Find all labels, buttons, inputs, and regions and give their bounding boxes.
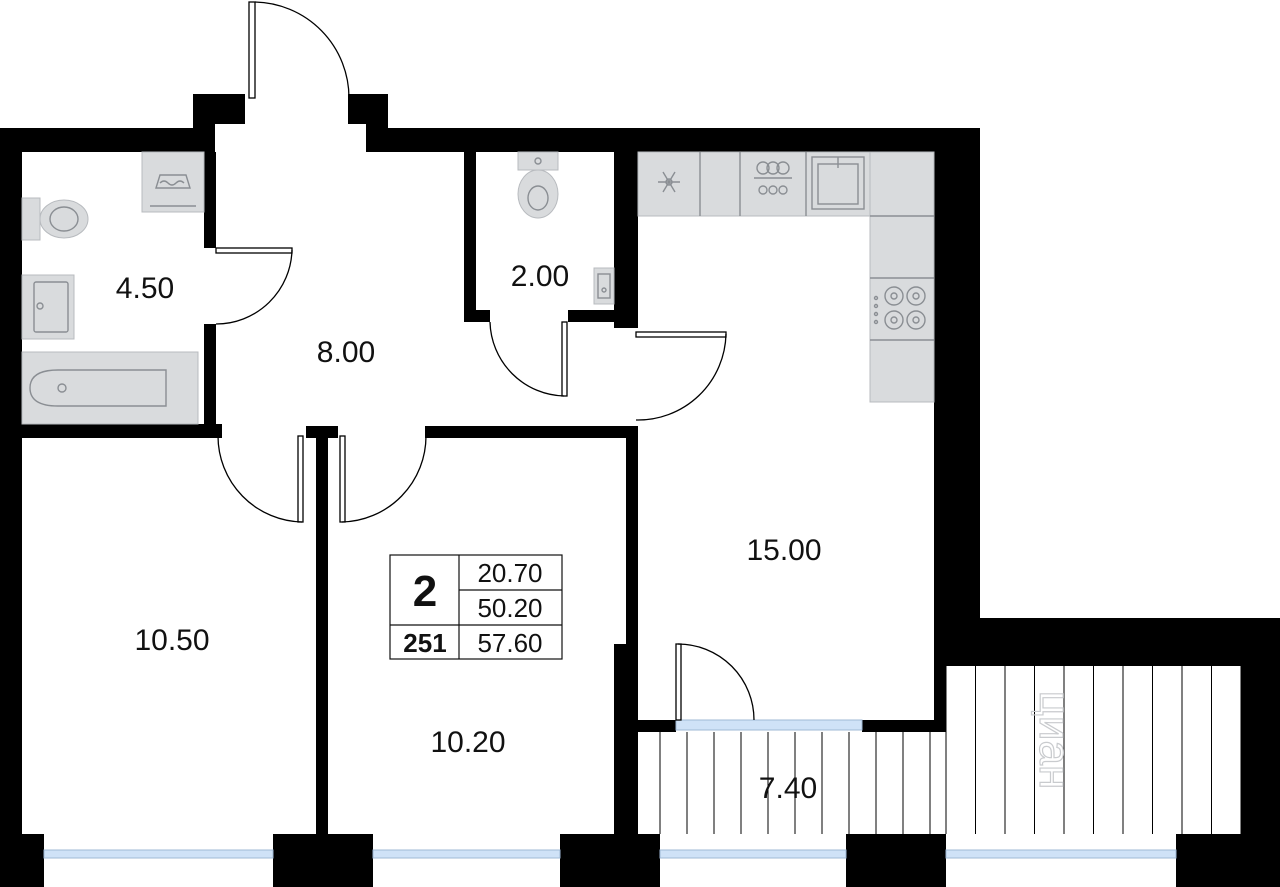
wall-top-left <box>0 128 215 152</box>
wall-kitchen-bottom-right <box>862 720 946 732</box>
wall-bottom-pillar-3 <box>846 834 946 887</box>
wall-left <box>0 128 22 840</box>
wall-toilet-right <box>614 152 638 328</box>
rooms-count: 2 <box>413 567 437 616</box>
doors <box>215 1 755 721</box>
apartment-info-box: 2 251 20.70 50.20 57.60 <box>389 554 563 660</box>
stove-burners-icon <box>873 286 926 330</box>
room-labels: 4.50 8.00 2.00 15.00 10.50 10.20 7.40 <box>116 260 822 805</box>
wall-bath-bottom <box>0 424 222 438</box>
balcony-railing <box>659 666 1242 834</box>
wall-bedroom-divider <box>316 428 328 840</box>
window-kitchen-balcony <box>675 719 863 731</box>
room-area-bedroom-mid: 10.20 <box>430 726 505 759</box>
bedroom-mid-door[interactable] <box>339 435 427 523</box>
washbasin-icon <box>593 267 615 305</box>
wall-bath-hall-bottom <box>204 324 216 428</box>
toilet-icon <box>21 197 89 241</box>
balcony-door[interactable] <box>675 643 755 721</box>
wall-top-left-step-2 <box>193 94 215 152</box>
bathtub-icon <box>21 351 199 425</box>
wall-right-kitchen <box>934 128 980 628</box>
wall-bottom-pillar-2 <box>560 834 660 887</box>
wall-bedroom-mid-top <box>425 426 635 438</box>
room-area-bedroom-left: 10.50 <box>134 624 209 657</box>
window-bedroom-left <box>43 849 274 859</box>
watermark-text: циан <box>1030 691 1079 790</box>
windows <box>43 719 1177 859</box>
wall-bottom-pillar-1 <box>273 834 373 887</box>
entrance-door[interactable] <box>248 1 350 99</box>
window-balcony-1 <box>659 849 847 859</box>
kitchen-counter <box>637 151 935 403</box>
wall-toilet-left-foot <box>464 310 490 322</box>
wall-right-kitchen-3 <box>934 618 946 730</box>
fixtures <box>21 151 935 425</box>
room-area-toilet: 2.00 <box>511 260 569 293</box>
wall-right-kitchen-2 <box>934 618 1280 666</box>
snowflake-icon <box>658 171 680 193</box>
wall-top-right <box>366 128 980 152</box>
wall-kitchen-left-lower <box>614 644 638 840</box>
apartment-number: 251 <box>403 628 446 658</box>
wall-toilet-right-foot <box>568 310 638 322</box>
toilet-icon <box>517 151 559 219</box>
bathroom-door[interactable] <box>215 247 293 325</box>
bedroom-left-door[interactable] <box>217 435 304 523</box>
area-with-balcony: 57.60 <box>477 628 542 658</box>
wall-toilet-left <box>464 152 476 322</box>
walls <box>0 94 1280 887</box>
toilet-door[interactable] <box>489 321 568 397</box>
room-area-hallway: 8.00 <box>317 336 375 369</box>
washbasin-icon <box>21 274 75 340</box>
wall-divider-cap <box>306 426 338 438</box>
room-area-bathroom: 4.50 <box>116 272 174 305</box>
kitchen-door[interactable] <box>635 331 727 421</box>
wall-bottom-pillar-4 <box>1176 834 1280 887</box>
living-area: 20.70 <box>477 558 542 588</box>
wall-bottom-left-corner <box>0 834 44 887</box>
wall-kitchen-left <box>626 426 638 644</box>
stove-burners-icon <box>754 161 792 195</box>
washing-machine-icon <box>141 151 205 213</box>
sink-icon <box>811 156 865 210</box>
total-area: 50.20 <box>477 593 542 623</box>
room-area-kitchen: 15.00 <box>746 534 821 567</box>
window-balcony-2 <box>945 849 1177 859</box>
wall-kitchen-bottom-left <box>636 720 676 732</box>
wall-bath-hall-top <box>204 152 216 248</box>
room-area-balcony: 7.40 <box>759 772 817 805</box>
window-bedroom-mid <box>372 849 561 859</box>
